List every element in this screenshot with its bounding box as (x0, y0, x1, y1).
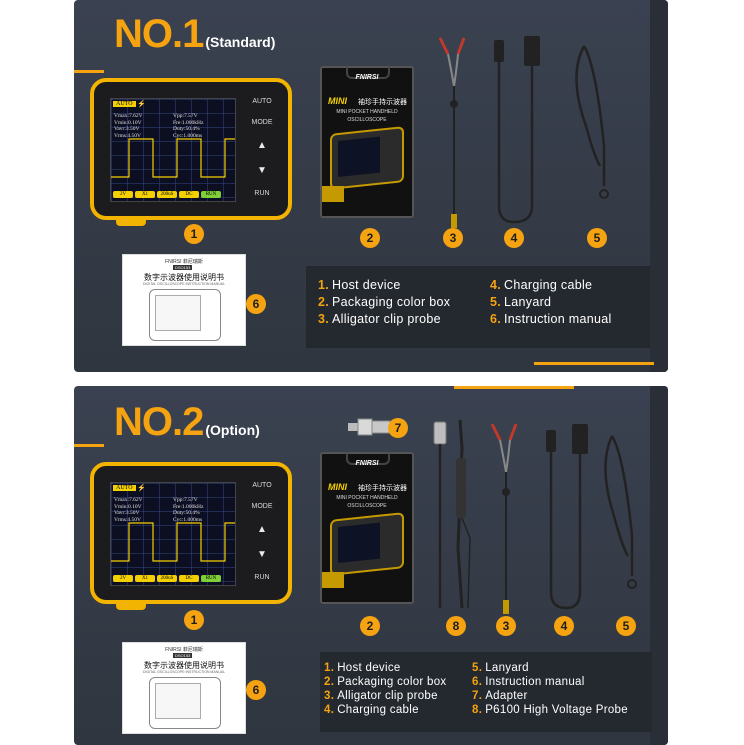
up-arrow-icon: ▲ (257, 524, 267, 535)
accent-stroke (74, 70, 104, 73)
instruction-manual-image: FNIRSI 菲尼瑞斯 DSO153 数字示波器使用说明书 DIGITAL OS… (122, 642, 246, 734)
accent-stroke (74, 444, 104, 447)
package-contents-legend: 1.Host device 2.Packaging color box 3.Al… (306, 266, 650, 348)
item-badge-7: 7 (388, 418, 408, 438)
bolt-icon: ⚡ (137, 485, 146, 492)
legend-item: 6.Instruction manual (472, 676, 585, 688)
alligator-clip-probe-image (438, 37, 466, 228)
legend-item: 5.Lanyard (472, 662, 529, 674)
accent-stroke (534, 362, 654, 365)
legend-item: 2.Packaging color box (318, 295, 451, 309)
package-subtitle: (Option) (205, 422, 260, 438)
side-buttons: AUTO MODE ▲ ▼ RUN (251, 98, 273, 197)
package-title: NO.1 (114, 12, 204, 56)
item-badge-8: 8 (446, 616, 466, 636)
lanyard-image (604, 435, 637, 589)
lanyard-image (575, 45, 609, 199)
up-arrow-icon: ▲ (257, 140, 267, 151)
legend-item: 4.Charging cable (324, 704, 419, 716)
down-arrow-icon: ▼ (257, 549, 267, 560)
item-badge-4: 4 (554, 616, 574, 636)
legend-item: 5.Lanyard (490, 295, 552, 309)
instruction-manual-image: FNIRSI 菲尼瑞斯 DSO153 数字示波器使用说明书 DIGITAL OS… (122, 254, 246, 346)
package-heading: NO.1 (Standard) (114, 12, 275, 57)
side-buttons: AUTO MODE ▲ ▼ RUN (251, 482, 273, 581)
package-subtitle: (Standard) (205, 34, 276, 50)
charging-cable-image (546, 424, 588, 610)
high-voltage-probe-image (433, 419, 471, 609)
alligator-clip-probe-image (490, 423, 518, 614)
item-badge-3: 3 (443, 228, 463, 248)
legend-left-column: 1.Host device 2.Packaging color box 3.Al… (324, 662, 446, 718)
square-wave (111, 522, 235, 562)
item-badge-6: 6 (246, 680, 266, 700)
packaging-box-image: FNIRSI MINI 袖珍手持示波器 MINI POCKET HANDHELD… (320, 452, 414, 604)
legend-right-column: 5.Lanyard 6.Instruction manual 7.Adapter… (472, 662, 628, 718)
package-contents-legend: 1.Host device 2.Packaging color box 3.Al… (320, 652, 652, 732)
bolt-icon: ⚡ (137, 101, 146, 108)
item-badge-6: 6 (246, 294, 266, 314)
legend-item: 8.P6100 High Voltage Probe (472, 704, 628, 716)
item-badge-2: 2 (360, 616, 380, 636)
auto-tag: AUTO (113, 485, 136, 491)
legend-item: 1.Host device (324, 662, 401, 674)
packaging-box-image: FNIRSI MINI 袖珍手持示波器 MINI POCKET HANDHELD… (320, 66, 414, 218)
item-badge-1: 1 (184, 610, 204, 630)
package-title: NO.2 (114, 400, 204, 444)
legend-left-column: 1.Host device 2.Packaging color box 3.Al… (318, 278, 450, 329)
legend-item: 2.Packaging color box (324, 676, 447, 688)
auto-tag: AUTO (113, 101, 136, 107)
legend-item: 3.Alligator clip probe (324, 690, 438, 702)
charging-cable-image (494, 36, 540, 224)
item-badge-2: 2 (360, 228, 380, 248)
down-arrow-icon: ▼ (257, 165, 267, 176)
square-wave (111, 138, 235, 178)
item-badge-5: 5 (616, 616, 636, 636)
item-badge-1: 1 (184, 224, 204, 244)
legend-item: 4.Charging cable (490, 278, 593, 292)
device-stand (116, 602, 146, 610)
legend-right-column: 4.Charging cable 5.Lanyard 6.Instruction… (490, 278, 612, 329)
legend-item: 3.Alligator clip probe (318, 312, 441, 326)
item-badge-5: 5 (587, 228, 607, 248)
item-badge-3: 3 (496, 616, 516, 636)
device-stand (116, 218, 146, 226)
legend-item: 1.Host device (318, 278, 401, 292)
legend-item: 6.Instruction manual (490, 312, 612, 326)
accent-stroke (454, 386, 574, 389)
legend-item: 7.Adapter (472, 690, 528, 702)
item-badge-4: 4 (504, 228, 524, 248)
package-heading: NO.2 (Option) (114, 400, 260, 445)
